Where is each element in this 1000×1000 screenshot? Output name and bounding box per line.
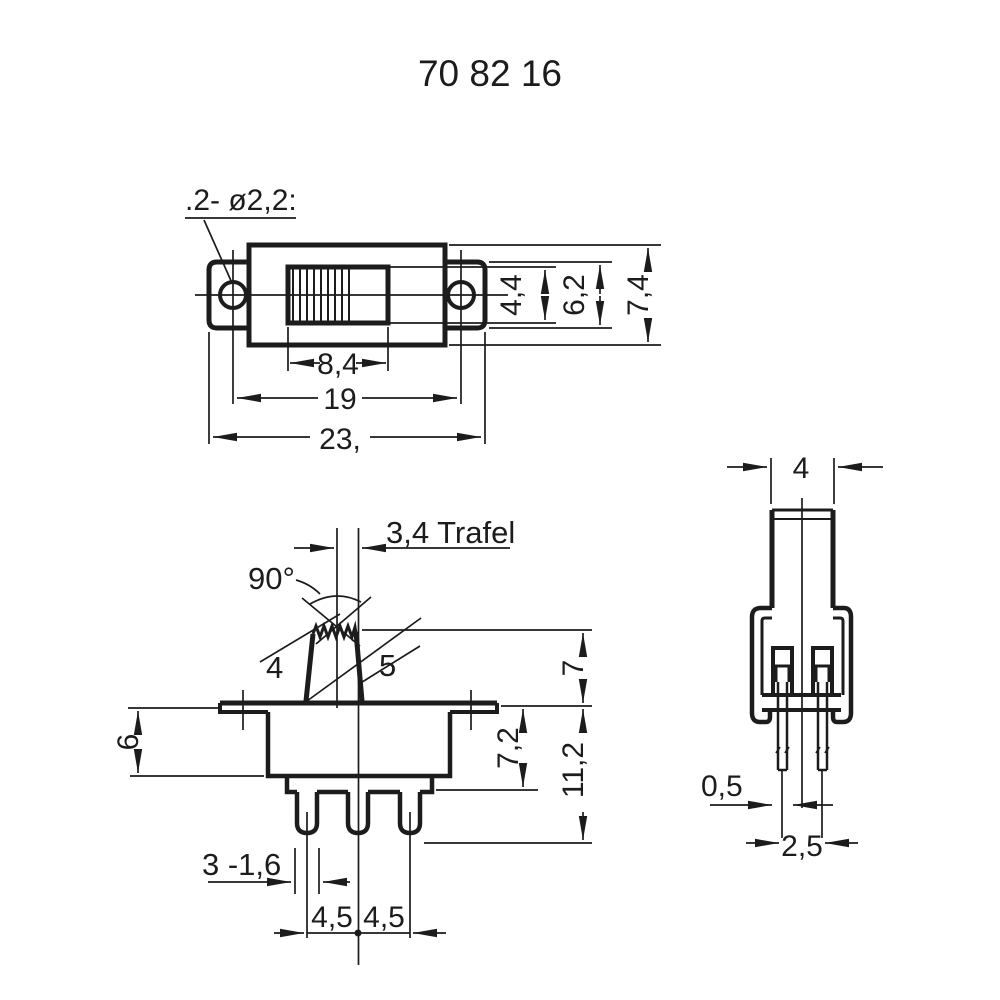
dim-7-4-extension-lines	[449, 244, 661, 346]
side-inner-right	[833, 616, 845, 695]
slider-knob-hatching	[292, 269, 350, 321]
angle-arc	[309, 595, 362, 605]
dim-knob-angle: 90°	[248, 561, 295, 596]
left-mounting-flange	[206, 259, 249, 331]
dim-overall-height: 11,2	[557, 742, 590, 798]
dim-knob-base-width: 5	[379, 648, 396, 683]
side-pin-shafts	[776, 682, 829, 772]
side-pin-head-right	[814, 664, 831, 682]
right-mounting-flange	[445, 259, 488, 331]
angle-leader-line	[295, 579, 321, 595]
dim-flange-height: 6,2	[558, 274, 591, 316]
side-slot-right	[811, 646, 834, 695]
mounting-holes-note: .2- ø2,2:	[185, 184, 297, 217]
side-shell-right	[830, 605, 854, 725]
dim-6-2-extension-lines	[489, 261, 612, 329]
front-view: 3,4 Trafel 90° 4 5 6 7,2	[112, 515, 592, 965]
terminal-note-extension-lines	[294, 848, 320, 894]
dim-slider-width: 8,4	[317, 348, 359, 381]
top-view: .2- ø2,2: 8,4 19 23, 4,4 6,2 7,4	[185, 184, 661, 456]
dim-knob-thickness-extensions	[770, 458, 835, 504]
flange-ends	[218, 703, 499, 714]
dim-8-4-extension-lines	[287, 327, 389, 371]
base-block	[284, 776, 435, 795]
knob-sides	[303, 631, 365, 702]
dim-4-4-extension-lines	[390, 266, 556, 324]
dim-overall-length: 23,	[319, 423, 361, 456]
side-pin-head-left	[774, 664, 791, 682]
dim-terminal-thickness: 0,5	[701, 770, 743, 803]
terminal-pin-2	[345, 792, 371, 836]
dim-terminal-pitch-right: 4,5	[363, 901, 405, 934]
dim-pitch-node	[354, 929, 362, 937]
note-leader-line	[185, 217, 296, 284]
dim-terminal-spacing: 2,5	[781, 830, 823, 863]
side-slot-left	[771, 646, 794, 695]
terminal-centerlines	[306, 812, 411, 938]
side-pin-extension-lines	[781, 770, 823, 838]
side-view: 4 0,5 2,5	[701, 452, 883, 863]
dim-23-extension-lines	[208, 332, 486, 444]
dim-knob-height: 7	[557, 660, 590, 677]
dim-hole-spacing: 19	[323, 383, 356, 416]
dim-knob-top-line	[259, 613, 341, 663]
side-inner-left	[760, 616, 772, 695]
flange-hole-ticks	[242, 690, 472, 730]
dim-terminal-pitch-left: 4,5	[311, 901, 353, 934]
angle-construction-lines	[301, 596, 372, 647]
dim-knob-top-width: 4	[266, 650, 283, 685]
right-mounting-hole	[446, 280, 476, 310]
body-outline	[265, 712, 453, 779]
dim-knob-base-lines	[306, 617, 422, 702]
terminal-note: 3 -1,6	[202, 847, 281, 882]
side-shell-left	[749, 605, 773, 725]
slider-knob-outline	[285, 264, 391, 326]
drawing-title: 70 82 16	[418, 53, 562, 94]
dim-slider-opening-height: 4,4	[495, 274, 528, 316]
dim-knob-thickness: 4	[793, 452, 810, 485]
left-mounting-hole	[218, 280, 248, 310]
dim-6-extension-lines	[128, 707, 264, 777]
side-pin-tick-marks	[775, 746, 830, 754]
knob-serrated-top	[311, 620, 358, 642]
dim-7-2-extension-lines	[436, 705, 592, 791]
dim-flange-to-body-bottom: 6	[112, 734, 145, 751]
switch-body-outline	[246, 242, 448, 348]
side-knob-sides	[769, 510, 836, 608]
dim-body-depth: 7,2	[492, 727, 525, 769]
dim-body-height: 7,4	[622, 274, 655, 316]
dim-travel: 3,4 Trafel	[386, 515, 515, 550]
